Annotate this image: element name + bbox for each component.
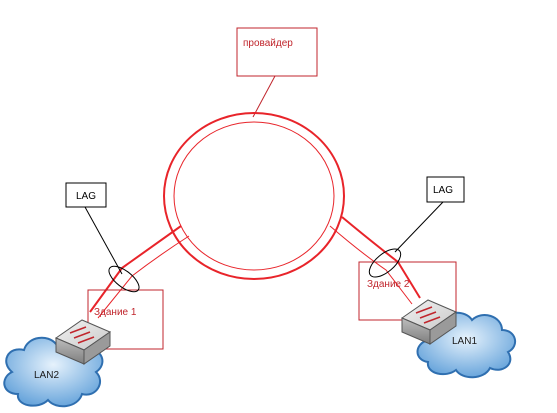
provider-box bbox=[236, 27, 318, 77]
building2-label: Здание 2 bbox=[367, 279, 410, 290]
lan1-label: LAN1 bbox=[452, 336, 477, 347]
lag-right-box bbox=[426, 176, 465, 203]
provider-ring bbox=[163, 112, 345, 280]
provider-connector bbox=[252, 75, 276, 118]
lag-right-ellipse bbox=[368, 248, 402, 278]
lan2-label: LAN2 bbox=[34, 370, 59, 381]
lag-left-label: LAG bbox=[76, 191, 96, 202]
lag-right-pointer bbox=[394, 201, 444, 253]
lag-left-box bbox=[65, 182, 107, 208]
lag-left-pointer bbox=[84, 206, 123, 275]
lag-right-label: LAG bbox=[433, 185, 453, 196]
building1-label: Здание 1 bbox=[94, 307, 137, 318]
switch-right-icon bbox=[400, 299, 458, 345]
fiber-link-left bbox=[89, 225, 190, 319]
switch-left-icon bbox=[54, 319, 112, 365]
building1-box bbox=[87, 289, 164, 350]
lag-left-ellipse bbox=[108, 265, 140, 293]
provider-label: провайдер bbox=[243, 38, 293, 49]
